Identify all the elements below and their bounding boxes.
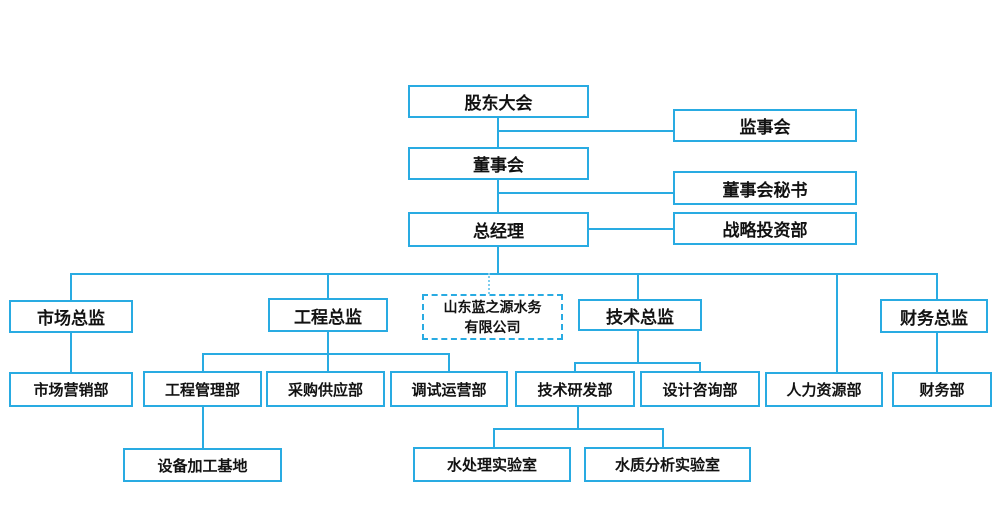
edge-gm-strategic — [589, 228, 673, 230]
node-marketing-dept: 市场营销部 — [9, 372, 133, 407]
node-finance-director: 财务总监 — [880, 299, 988, 333]
edge-engineering-dir-rail2 — [327, 332, 329, 354]
node-hr-dept: 人力资源部 — [765, 372, 883, 407]
edge-shareholders-board — [497, 118, 499, 147]
edge-rail3-rnd — [574, 362, 576, 372]
node-water-treatment-lab: 水处理实验室 — [413, 447, 571, 482]
edge-rail4-water-quality — [662, 428, 664, 447]
edge-rail2-procurement — [327, 353, 329, 371]
edge-rail-marketing-director — [70, 273, 72, 300]
edge-rail4-water-treatment — [493, 428, 495, 447]
node-shareholders-meeting: 股东大会 — [408, 85, 589, 118]
node-rnd-dept: 技术研发部 — [515, 371, 635, 407]
node-board-of-directors: 董事会 — [408, 147, 589, 180]
node-tech-director: 技术总监 — [578, 299, 702, 331]
edge-to-board-secretary — [497, 192, 673, 194]
edge-gm-rail — [497, 247, 499, 273]
edge-rail-hr — [836, 273, 838, 372]
company-name-line1: 山东蓝之源水务 — [443, 299, 542, 315]
node-engineering-mgmt-dept: 工程管理部 — [143, 371, 262, 407]
node-engineering-director: 工程总监 — [268, 298, 388, 332]
node-strategic-investment-dept: 战略投资部 — [673, 212, 857, 245]
node-equipment-processing-base: 设备加工基地 — [123, 448, 282, 482]
node-board-secretary: 董事会秘书 — [673, 171, 857, 205]
node-general-manager: 总经理 — [408, 212, 589, 247]
edge-engineering-mgmt-base — [202, 407, 204, 448]
node-finance-dept: 财务部 — [892, 372, 992, 407]
node-procurement-dept: 采购供应部 — [266, 371, 385, 407]
edge-rail3-design — [699, 362, 701, 372]
edge-finance-dir-dept — [936, 333, 938, 372]
edge-rail-engineering-director — [327, 273, 329, 298]
edge-rail2-engineering-mgmt — [202, 353, 204, 371]
edge-marketing-dir-dept — [70, 333, 72, 372]
company-name-line2: 有限公司 — [464, 319, 521, 335]
engineering-rail — [202, 353, 450, 355]
edge-rail-tech-director — [637, 273, 639, 299]
edge-to-supervisory — [497, 130, 673, 132]
tech-rail — [574, 362, 701, 364]
main-rail — [70, 273, 938, 275]
edge-rail-finance-director — [936, 273, 938, 299]
node-water-quality-analysis-lab: 水质分析实验室 — [584, 447, 751, 482]
node-supervisory-board: 监事会 — [673, 109, 857, 142]
edge-rail-company-dotted — [488, 273, 490, 294]
node-commissioning-ops-dept: 调试运营部 — [390, 371, 508, 407]
lab-rail — [493, 428, 664, 430]
node-marketing-director: 市场总监 — [9, 300, 133, 333]
edge-board-gm — [497, 180, 499, 212]
node-company-name: 山东蓝之源水务 有限公司 — [422, 294, 563, 340]
edge-rail2-commissioning — [448, 353, 450, 371]
edge-rnd-rail4 — [577, 407, 579, 429]
node-design-consulting-dept: 设计咨询部 — [640, 371, 760, 407]
edge-tech-dir-rail3 — [637, 331, 639, 363]
